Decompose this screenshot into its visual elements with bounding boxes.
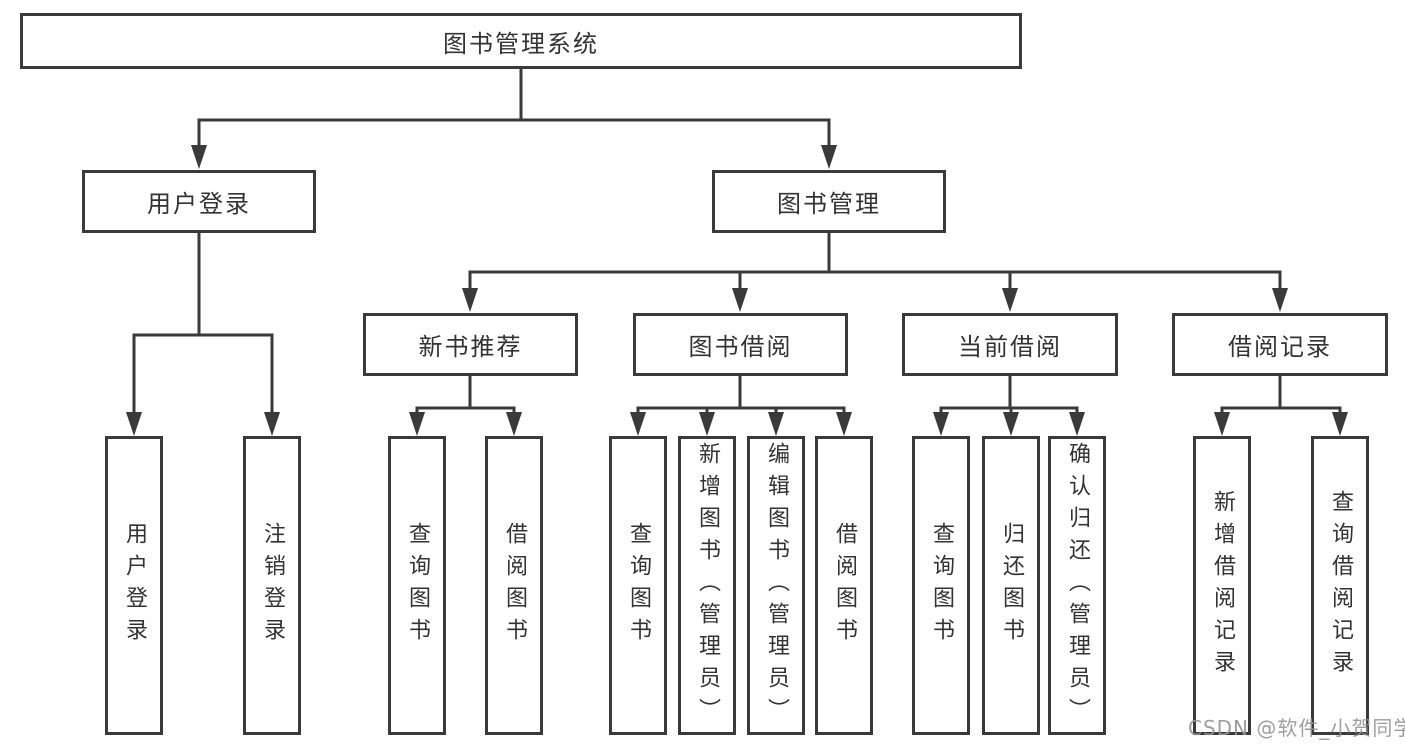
leaf-borrow-books-recommend-label: 借阅图书 [502,521,527,650]
connector-new-book-recommend [415,376,516,416]
connector-current-borrowing [939,376,1079,416]
connector-book-borrowing [636,376,846,416]
connector-borrowing-records-arrowheads [1214,412,1348,436]
leaf-add-book-admin-label: 新增图书（管理员） [695,441,720,730]
leaf-query-books-current-label: 查询图书 [929,521,954,650]
connector-book-management-arrowheads [462,288,1288,312]
leaf-confirm-return-admin-label: 确认归还（管理员） [1065,441,1090,730]
node-current-borrowing: 当前借阅 [902,313,1118,376]
leaf-query-borrow-record: 查询借阅记录 [1311,436,1369,735]
connector-book-borrowing-arrowheads [630,412,852,436]
leaf-user-login: 用户登录 [105,436,163,735]
leaf-query-books-recommend: 查询图书 [388,436,446,735]
leaf-edit-book-admin: 编辑图书（管理员） [747,436,805,735]
leaf-query-books-borrowing: 查询图书 [609,436,667,735]
connector-root [197,69,831,150]
connector-user-login-arrowheads [126,412,280,436]
leaf-logout-label: 注销登录 [260,521,285,650]
leaf-borrow-books-recommend: 借阅图书 [485,436,543,735]
leaf-edit-book-admin-label: 编辑图书（管理员） [764,441,789,730]
leaf-user-login-label: 用户登录 [122,521,147,650]
leaf-query-books-borrowing-label: 查询图书 [626,521,651,650]
node-user-login: 用户登录 [82,170,316,233]
leaf-add-borrow-record-label: 新增借阅记录 [1210,489,1235,682]
leaf-add-borrow-record: 新增借阅记录 [1193,436,1251,735]
leaf-query-books-recommend-label: 查询图书 [405,521,430,650]
leaf-query-borrow-record-label: 查询借阅记录 [1328,489,1353,682]
leaf-borrow-books-borrowing: 借阅图书 [815,436,873,735]
csdn-watermark: CSDN @软件_小贺同学 [1188,716,1405,740]
connector-user-login [132,233,274,416]
node-book-management: 图书管理 [712,170,946,233]
connector-root-arrowheads [191,145,837,169]
node-root-library-system: 图书管理系统 [20,13,1022,69]
leaf-add-book-admin: 新增图书（管理员） [678,436,736,735]
leaf-return-books-label: 归还图书 [999,521,1024,650]
leaf-confirm-return-admin: 确认归还（管理员） [1048,436,1106,735]
leaf-logout: 注销登录 [243,436,301,735]
node-new-book-recommend: 新书推荐 [363,313,578,376]
leaf-borrow-books-borrowing-label: 借阅图书 [832,521,857,650]
leaf-query-books-current: 查询图书 [912,436,970,735]
connector-current-borrowing-arrowheads [933,412,1085,436]
node-book-borrowing: 图书借阅 [633,313,848,376]
connector-new-book-recommend-arrowheads [409,412,522,436]
node-borrowing-records: 借阅记录 [1172,313,1388,376]
connector-borrowing-records [1220,376,1342,416]
leaf-return-books: 归还图书 [982,436,1040,735]
connector-book-management [468,233,1282,292]
